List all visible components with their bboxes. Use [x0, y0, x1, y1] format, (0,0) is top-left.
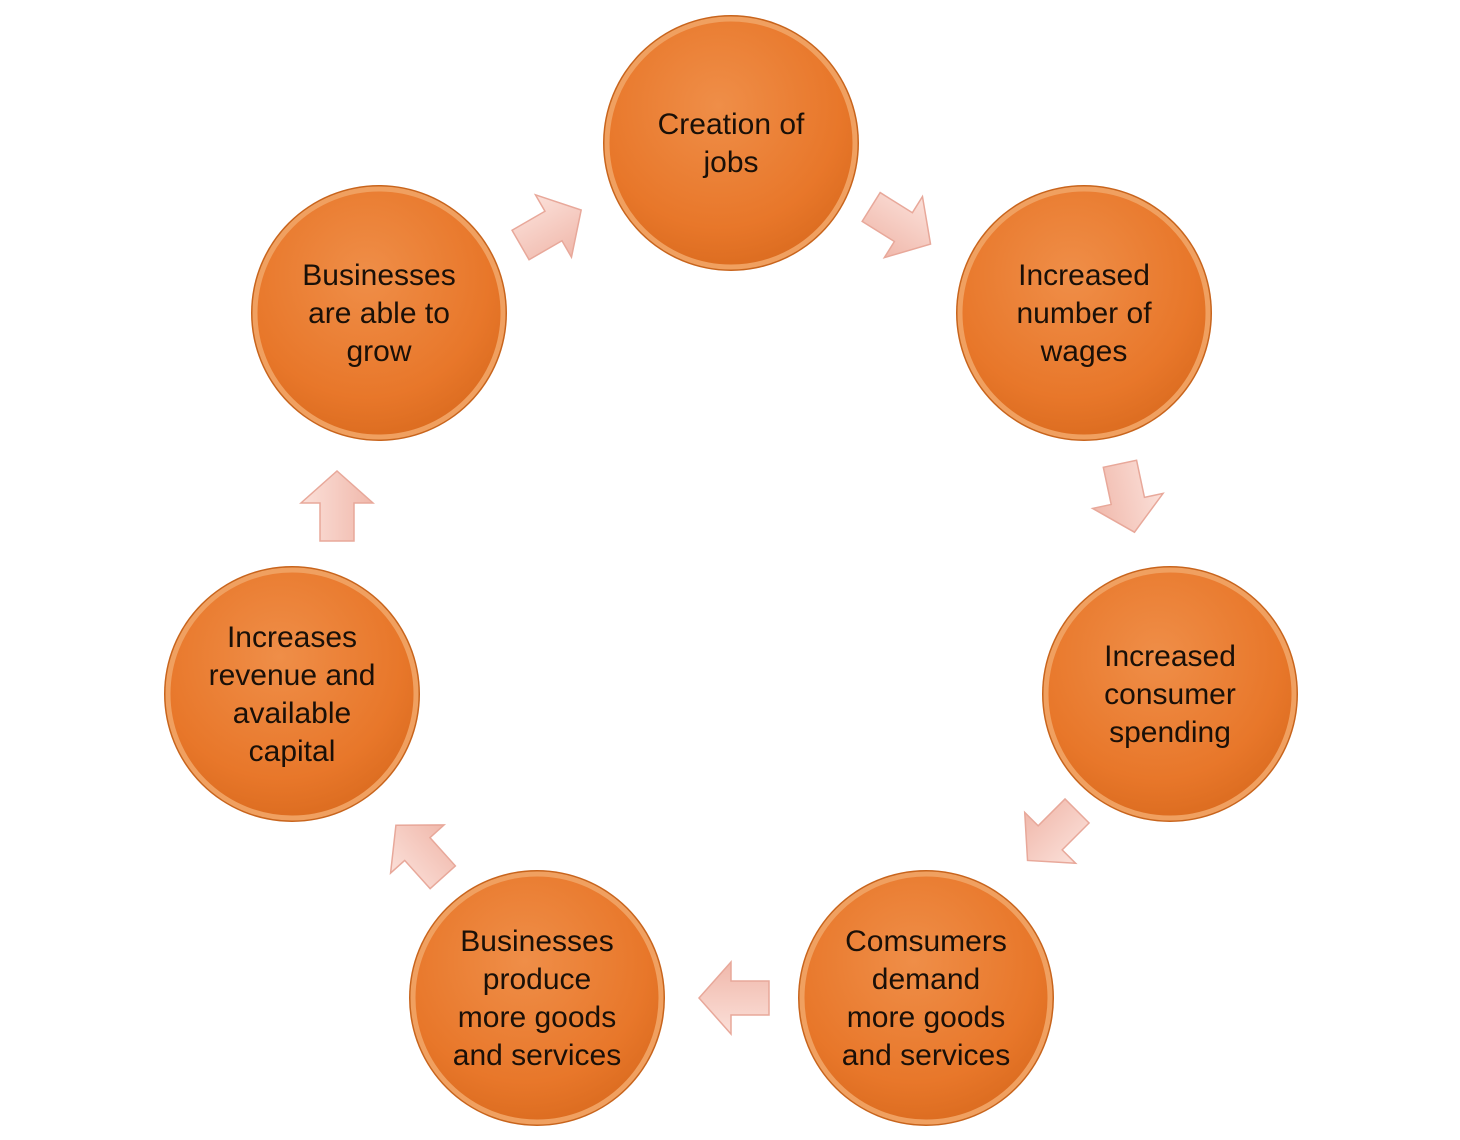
- node-label-line: consumer: [1104, 678, 1236, 711]
- cycle-node-increased-spending: Increased consumer spending: [1042, 566, 1298, 822]
- arrows-layer: [299, 191, 1165, 1036]
- flow-arrow-icon: [511, 193, 583, 261]
- node-circle: [252, 186, 506, 440]
- node-circle: [604, 16, 858, 270]
- cycle-node-creation-of-jobs: Creation of jobs: [603, 15, 859, 271]
- node-label: Increased number of wages: [1016, 259, 1152, 368]
- cycle-node-businesses-produce: Businesses produce more goods and services: [409, 870, 665, 1126]
- node-label-line: grow: [346, 335, 411, 368]
- node-label-line: and services: [842, 1039, 1010, 1072]
- flow-arrow-icon: [299, 469, 375, 542]
- node-label-line: number of: [1016, 297, 1152, 330]
- node-label-line: available: [233, 697, 351, 730]
- node-label-line: Businesses: [460, 925, 613, 958]
- node-label-line: and services: [453, 1039, 621, 1072]
- node-label-line: more goods: [458, 1001, 616, 1034]
- cycle-node-increased-wages: Increased number of wages: [956, 185, 1212, 441]
- node-label-line: are able to: [308, 297, 450, 330]
- node-circle: [165, 567, 419, 821]
- node-label: Businesses are able to grow: [302, 259, 455, 368]
- node-label-line: Creation of: [658, 108, 805, 141]
- node-label: Businesses produce more goods and services: [453, 925, 621, 1072]
- flow-arrow-icon: [1090, 459, 1165, 534]
- node-label: Increases revenue and available capital: [209, 621, 376, 768]
- node-label-line: demand: [872, 963, 980, 996]
- node-label-line: more goods: [847, 1001, 1005, 1034]
- node-label: Increased consumer spending: [1104, 640, 1236, 749]
- node-label: Creation of jobs: [658, 108, 805, 179]
- node-circle: [799, 871, 1053, 1125]
- cycle-node-businesses-grow: Businesses are able to grow: [251, 185, 507, 441]
- node-label-line: Increases: [227, 621, 357, 654]
- node-circle: [410, 871, 664, 1125]
- node-label-line: revenue and: [209, 659, 376, 692]
- node-label-line: Increased: [1104, 640, 1236, 673]
- node-label: Comsumers demand more goods and services: [842, 925, 1010, 1072]
- node-label-line: wages: [1040, 335, 1128, 368]
- cycle-node-increases-revenue: Increases revenue and available capital: [164, 566, 420, 822]
- node-label-line: Comsumers: [845, 925, 1007, 958]
- node-label-line: spending: [1109, 716, 1231, 749]
- cycle-node-consumers-demand: Comsumers demand more goods and services: [798, 870, 1054, 1126]
- node-circle: [1043, 567, 1297, 821]
- node-circle: [957, 186, 1211, 440]
- flow-arrow-icon: [697, 960, 770, 1036]
- flow-arrow-icon: [1023, 797, 1091, 865]
- node-label-line: Businesses: [302, 259, 455, 292]
- node-label-line: capital: [249, 735, 336, 768]
- node-label-line: Increased: [1018, 259, 1150, 292]
- flow-arrow-icon: [861, 191, 932, 259]
- flow-arrow-icon: [389, 824, 457, 890]
- node-label-line: jobs: [702, 146, 758, 179]
- node-label-line: produce: [483, 963, 591, 996]
